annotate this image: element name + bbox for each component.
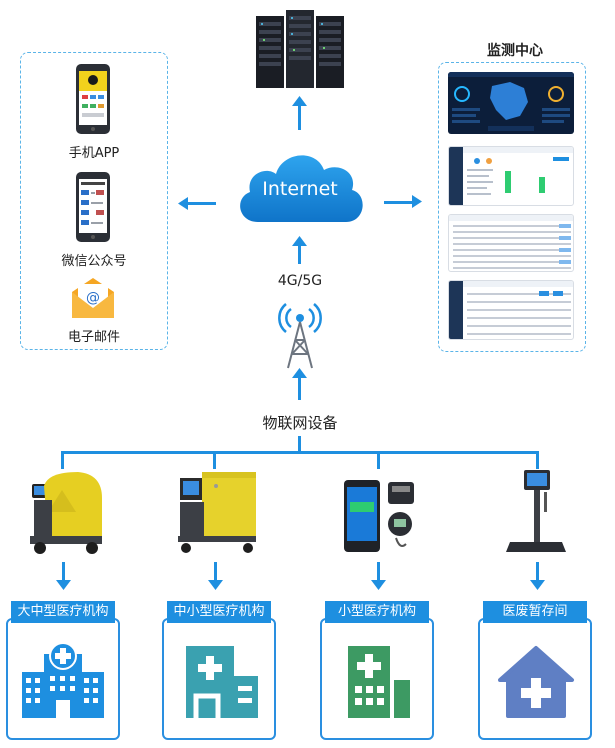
dashboard-screenshot-table [448, 214, 574, 272]
dashboard-screenshot-records [448, 280, 574, 340]
arrow-head-right-icon [412, 195, 422, 208]
dashboard-screenshot-stats [448, 146, 574, 206]
arrow-cloud-network [298, 244, 301, 264]
monitor-center-title: 监测中心 [487, 43, 543, 59]
house-icon [496, 644, 576, 720]
iot-drop-4 [536, 451, 539, 469]
internet-cloud [230, 140, 370, 230]
arrow-head-up-icon [292, 96, 307, 106]
medium-waste-cart-device [172, 466, 262, 556]
device-arrow-4 [536, 562, 539, 582]
small-clinic-icon [346, 644, 412, 720]
signal-tower-icon [276, 298, 324, 370]
dashboard-screenshot-map [448, 72, 574, 134]
iot-label: 物联网设备 [262, 414, 338, 432]
iot-drop-3 [377, 451, 380, 469]
arrow-head-down-icon [56, 580, 71, 590]
server-rack-icon [254, 6, 346, 90]
arrow-tower-iot [298, 376, 301, 400]
device-arrow-3 [377, 562, 380, 582]
institution-card-small [320, 618, 434, 740]
phone-wechat-icon [76, 172, 110, 242]
institution-tag-storage: 医废暂存间 [483, 601, 587, 623]
internet-label: Internet [262, 178, 338, 200]
institution-tag-large: 大中型医疗机构 [11, 601, 115, 623]
client-label-email: 电子邮件 [67, 330, 120, 345]
clinic-icon [184, 642, 260, 720]
weighing-station-device [504, 466, 568, 558]
arrow-to-right-panel [384, 201, 414, 204]
iot-drop-1 [61, 451, 64, 469]
phone-app-icon [76, 64, 110, 134]
institution-tag-small: 小型医疗机构 [325, 601, 429, 623]
arrow-head-down-icon [208, 580, 223, 590]
arrow-to-left-panel [186, 202, 216, 205]
arrow-to-server [298, 104, 301, 130]
monitor-panel [438, 62, 586, 352]
device-arrow-1 [62, 562, 65, 582]
arrow-head-up-icon [292, 236, 307, 246]
handheld-terminal-device [340, 478, 420, 558]
email-envelope-icon: @ [70, 276, 116, 320]
iot-connector-horizontal [61, 451, 539, 454]
institution-tag-medium: 中小型医疗机构 [167, 601, 271, 623]
svg-text:@: @ [86, 290, 100, 306]
network-label: 4G/5G [277, 273, 323, 289]
iot-connector-vertical [298, 436, 301, 452]
client-label-wechat: 微信公众号 [61, 254, 127, 269]
large-waste-cart-device [22, 466, 108, 556]
client-panel [20, 52, 168, 350]
arrow-head-left-icon [178, 197, 188, 210]
arrow-head-down-icon [371, 580, 386, 590]
device-arrow-2 [214, 562, 217, 582]
arrow-head-down-icon [530, 580, 545, 590]
client-label-app: 手机APP [68, 146, 120, 161]
iot-drop-2 [213, 451, 216, 469]
arrow-head-up-icon [292, 368, 307, 378]
hospital-icon [18, 640, 108, 720]
